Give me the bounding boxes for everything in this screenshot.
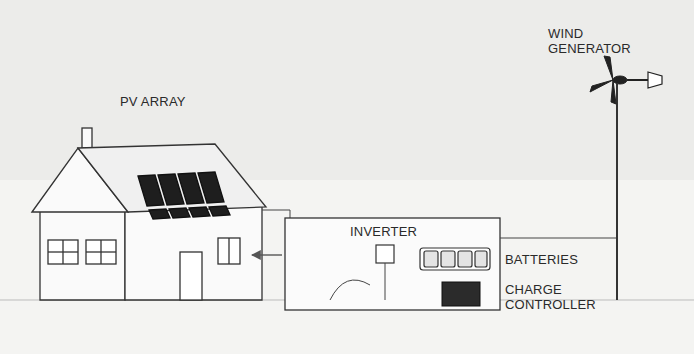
inverter-symbol <box>376 245 394 263</box>
chimney <box>82 128 92 148</box>
inverter-wire <box>385 263 386 300</box>
door <box>180 252 202 300</box>
gable-wall <box>40 210 125 300</box>
house <box>32 128 266 300</box>
windows <box>48 238 240 264</box>
pv-wire <box>262 210 290 218</box>
wire <box>330 280 370 300</box>
wind-wire <box>500 238 617 239</box>
power-arrow <box>252 254 282 255</box>
part-label: CHARGE CONTROLLER <box>505 282 605 312</box>
roof-plane <box>78 144 266 212</box>
tower <box>616 84 618 300</box>
part-label: INVERTER <box>350 224 440 239</box>
wind-turbine <box>590 56 662 104</box>
charge-controller-symbol <box>442 282 480 306</box>
pv-panels <box>138 172 230 219</box>
part-label: WIND GENERATOR <box>548 26 648 56</box>
side-wall <box>125 205 262 300</box>
part-label: PV ARRAY <box>120 94 230 109</box>
battery-bank <box>420 248 490 270</box>
part-label: BATTERIES <box>505 252 605 267</box>
equipment-enclosure <box>285 218 500 310</box>
